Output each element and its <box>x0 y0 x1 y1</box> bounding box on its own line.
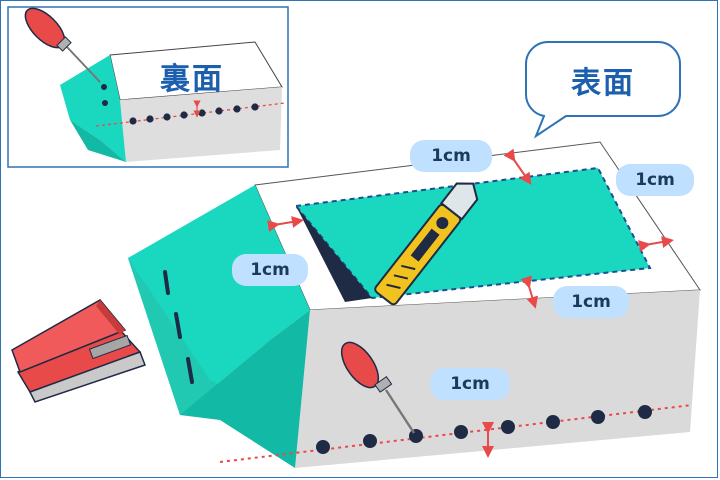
hole-guide-line <box>219 404 693 463</box>
inset-carton <box>60 41 286 162</box>
measure-top-edge: 1cm <box>410 140 492 172</box>
stapler-icon <box>11 299 146 403</box>
measure-bottom-edge: 1cm <box>553 286 629 318</box>
awl-icon <box>340 341 416 434</box>
cut-area <box>294 166 652 300</box>
measure-right-edge: 1cm <box>616 164 694 196</box>
back-side-label: 裏面 <box>160 62 224 97</box>
cutter-knife-icon <box>374 182 479 306</box>
spout-dashes <box>163 270 194 384</box>
front-side-label: 表面 <box>571 66 635 101</box>
hole-row <box>316 405 652 454</box>
speech-bubble-icon <box>524 41 681 139</box>
measure-arrows <box>267 148 674 458</box>
inset-holes <box>101 84 259 125</box>
measure-hole-line: 1cm <box>430 368 510 400</box>
measure-left-edge: 1cm <box>232 254 308 286</box>
awl-icon <box>24 7 101 83</box>
main-carton <box>128 141 701 468</box>
